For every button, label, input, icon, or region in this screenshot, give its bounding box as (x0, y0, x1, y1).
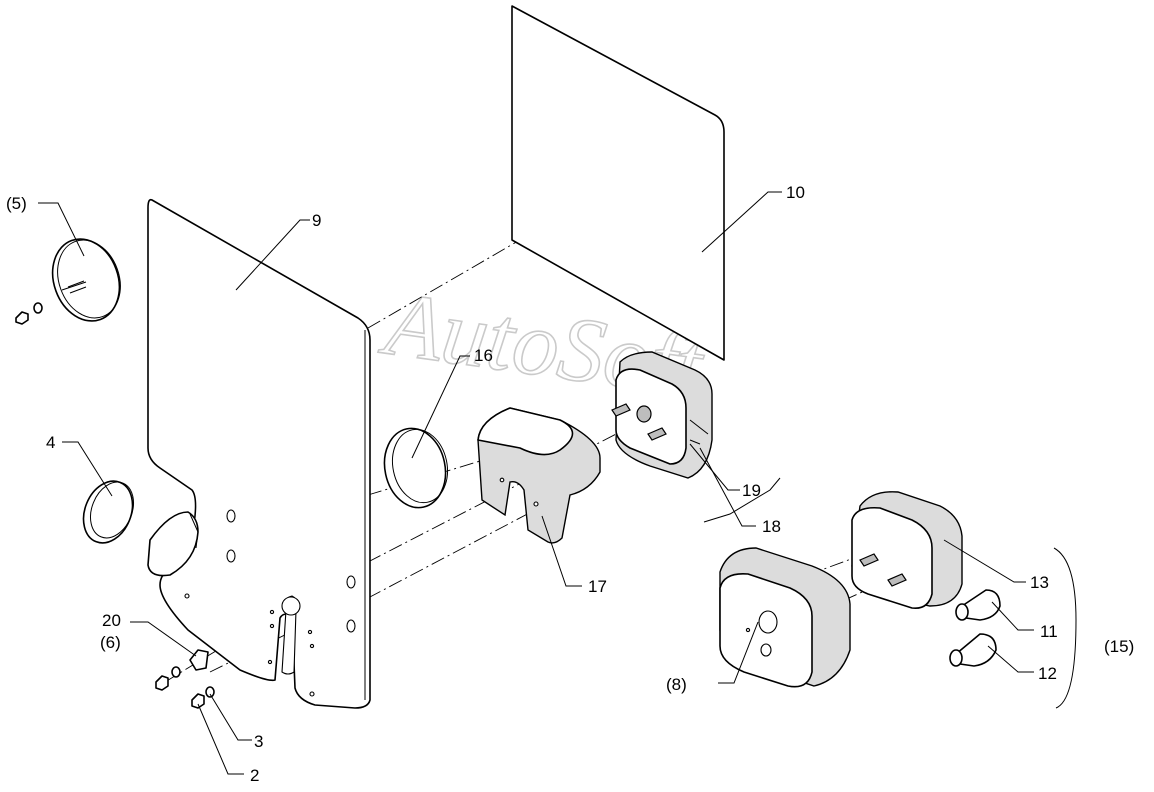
callout-19: 19 (742, 481, 761, 500)
part-13-lamp-housing (851, 491, 963, 610)
callout-8: (8) (666, 675, 687, 694)
callout-labels: (5) 9 10 16 4 19 18 17 13 11 12 (15) (8)… (6, 183, 1134, 785)
callout-13: 13 (1030, 573, 1049, 592)
callout-15: (15) (1104, 637, 1134, 656)
callout-16: 16 (474, 346, 493, 365)
callout-20: 20 (102, 611, 121, 630)
part-5-reflector (15, 238, 121, 325)
callout-6: (6) (100, 633, 121, 652)
callout-12: 12 (1038, 664, 1057, 683)
part-9-bracket-plate (147, 198, 371, 709)
callout-5: (5) (6, 194, 27, 213)
part-6-nut (155, 666, 181, 691)
leader-lines (38, 191, 1077, 775)
callout-2: 2 (250, 766, 259, 785)
callout-3: 3 (254, 732, 263, 751)
callout-10: 10 (786, 183, 805, 202)
part-11-bulb-socket (955, 589, 1001, 621)
callout-9: 9 (312, 211, 321, 230)
part-4-reflector (82, 480, 199, 577)
part-20-clip (189, 649, 209, 671)
callout-4: 4 (46, 433, 55, 452)
part-10-plate (511, 5, 725, 361)
part-3-washer (205, 686, 215, 698)
part-19-lamp-housing (611, 351, 713, 479)
callout-11: 11 (1040, 622, 1058, 641)
part-12-bulb-socket (949, 633, 997, 667)
part-2-nut (191, 693, 205, 709)
part-16-lens (383, 427, 449, 509)
callout-18: 18 (762, 517, 781, 536)
part-17-u-cover (477, 407, 601, 544)
callout-17: 17 (588, 577, 607, 596)
part-8-lamp-cover (719, 547, 851, 688)
